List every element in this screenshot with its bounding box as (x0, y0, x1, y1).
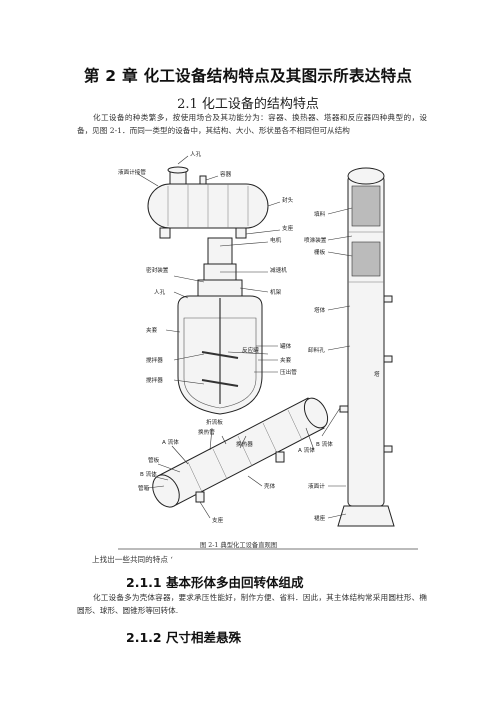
label-unload: 卸料孔 (308, 346, 325, 354)
label-shell-top: 容器 (220, 170, 232, 178)
label-reactor-shell: 罐体 (280, 342, 292, 350)
label-tower-body: 塔体 (314, 306, 326, 314)
label-level-gauge: 液面计接管 (118, 168, 146, 176)
label-b-fluid: B 流体 (140, 470, 157, 478)
label-heat-exchanger: 换热器 (236, 440, 253, 448)
label-packing-support: 栅板 (314, 248, 326, 256)
caption-rule (118, 548, 418, 550)
reactor (165, 237, 278, 415)
equipment-figure: 人孔 液面计接管 容器 封头 支座 (118, 146, 418, 556)
label-seal: 密封装置 (146, 266, 169, 274)
label-hx-support: 支座 (212, 516, 224, 524)
label-agitator: 搅拌器 (146, 376, 163, 384)
label-support: 支座 (282, 224, 294, 232)
label-stand: 机架 (270, 288, 282, 296)
heat-exchanger (147, 397, 329, 519)
label-tube: 换热管 (198, 428, 215, 436)
chapter-title: 第 2 章 化工设备结构特点及其图示所表达特点 (83, 67, 413, 85)
label-jacket: 夹套 (146, 326, 158, 334)
label-inner-jacket: 夹套 (280, 356, 292, 364)
label-a-fluid-in: A 流体 (162, 438, 179, 446)
label-baffle: 折流板 (206, 418, 223, 426)
label-reactor: 反应罐 (242, 346, 259, 354)
note-line: 上找出一些共同的特点 ‘ (92, 555, 173, 564)
intro-paragraph: 化工设备的种类繁多，按使用场合及其功能分为：容器、换热器、塔器和反应器四种典型的… (77, 113, 427, 135)
figure-caption: 图 2-1 典型化工设备直观图 (200, 542, 278, 549)
label-tower: 塔 (374, 370, 380, 378)
label-a-fluid-out: A 流体 (298, 446, 315, 454)
label-motor: 电机 (270, 236, 282, 244)
label-shell-hx: 壳体 (264, 482, 276, 490)
label-manhole-top: 人孔 (190, 150, 202, 158)
paragraph-2-1-1: 化工设备多为壳体容器，要求承压性能好，制作方便、省料．因此，其主体结构常采用圆柱… (77, 593, 427, 615)
label-agitator-blade: 搅拌器 (146, 356, 163, 364)
label-spray: 喷淋装置 (304, 236, 327, 244)
tower (321, 167, 395, 527)
heading-2-1-1: 2.1.1 基本形体多由回转体组成 (126, 575, 304, 590)
heading-2-1-2: 2.1.2 尺寸相差悬殊 (126, 630, 241, 645)
label-manhole-mid: 人孔 (154, 288, 166, 296)
label-head: 封头 (282, 196, 294, 204)
label-skirt: 裙座 (314, 514, 326, 522)
label-packing: 填料 (314, 210, 326, 218)
horizontal-vessel (137, 155, 281, 239)
label-level-tower: 液面计 (308, 482, 325, 490)
label-tube-box: 管箱 (138, 484, 150, 492)
label-b-fluid-out: B 流体 (316, 440, 333, 448)
label-tube-sheet: 管板 (148, 456, 160, 464)
label-pressure-pipe: 压出管 (280, 368, 297, 376)
section-title: 2.1 化工设备的结构特点 (177, 97, 319, 112)
label-reducer: 减速机 (270, 266, 287, 274)
equipment-illustration: 人孔 液面计接管 容器 封头 支座 (118, 150, 395, 527)
